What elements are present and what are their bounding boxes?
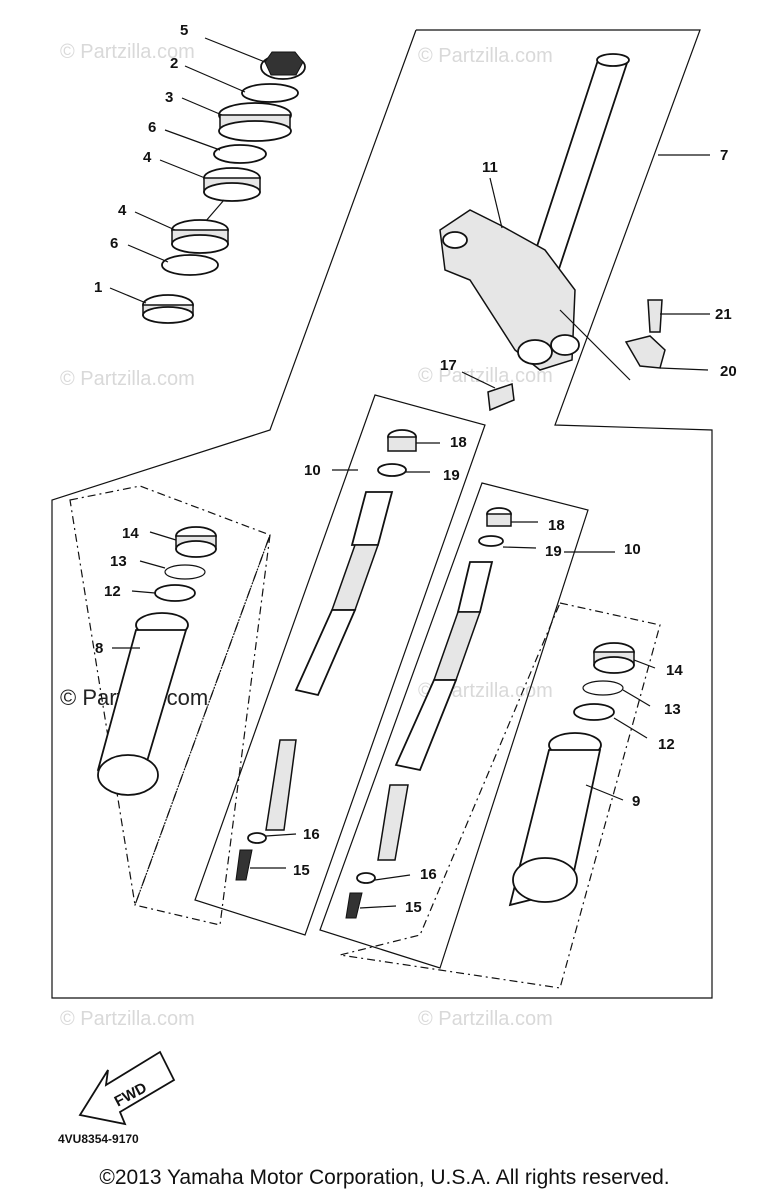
callout-16: 16 — [420, 866, 437, 883]
callout-20: 20 — [720, 363, 737, 380]
watermark-text: © Partzilla.com — [418, 45, 553, 67]
callout-15: 15 — [405, 899, 422, 916]
callout-21: 21 — [715, 306, 732, 323]
callout-17: 17 — [440, 357, 457, 374]
callout-15: 15 — [293, 862, 310, 879]
left-outer-tube-box-b — [134, 534, 271, 926]
callout-8: 8 — [95, 640, 103, 657]
callout-12: 12 — [104, 583, 121, 600]
callout-19: 19 — [545, 543, 562, 560]
watermark-text: © Partzilla.com — [418, 1008, 553, 1030]
callout-18: 18 — [450, 434, 467, 451]
callout-10: 10 — [624, 541, 641, 558]
callout-5: 5 — [180, 22, 188, 39]
callout-4: 4 — [118, 202, 127, 219]
callout-3: 3 — [165, 89, 173, 106]
left-outer-tube-parts — [96, 526, 217, 796]
left-damper-box — [194, 394, 486, 936]
callout-10: 10 — [304, 462, 321, 479]
callout-19: 19 — [443, 467, 460, 484]
callout-14: 14 — [666, 662, 683, 679]
steering-stem — [439, 53, 666, 412]
right-outer-tube-parts — [508, 642, 635, 907]
callout-9: 9 — [632, 793, 640, 810]
left-damper-parts — [235, 429, 417, 881]
watermark-text: © Partzilla.com — [60, 1008, 195, 1030]
callout-6: 6 — [110, 235, 118, 252]
right-outer-tube-box — [339, 602, 661, 989]
callout-12: 12 — [658, 736, 675, 753]
copyright-text: ©2013 Yamaha Motor Corporation, U.S.A. A… — [99, 1166, 670, 1189]
callout-13: 13 — [664, 701, 681, 718]
callout-4: 4 — [143, 149, 152, 166]
leader-lines — [109, 37, 710, 909]
right-damper-parts — [345, 507, 512, 919]
callout-11: 11 — [482, 159, 498, 176]
callout-numbers: 5 2 3 6 4 4 6 1 7 11 21 20 17 18 10 19 1… — [94, 22, 737, 916]
watermark-text: © Partzilla.com — [60, 41, 195, 63]
watermark-text: © Partzilla.com — [60, 368, 195, 390]
callout-2: 2 — [170, 55, 178, 72]
assembly-boundary — [51, 29, 713, 999]
fwd-arrow: FWD — [78, 1050, 176, 1126]
callout-18: 18 — [548, 517, 565, 534]
callout-13: 13 — [110, 553, 127, 570]
callout-1: 1 — [94, 279, 102, 296]
callout-14: 14 — [122, 525, 139, 542]
callout-6: 6 — [148, 119, 156, 136]
steering-bearing-stack — [142, 51, 306, 324]
part-code: 4VU8354-9170 — [58, 1132, 139, 1146]
watermark-text: © Partzilla.com — [418, 365, 553, 387]
right-damper-box — [319, 482, 589, 969]
callout-7: 7 — [720, 147, 728, 164]
callout-16: 16 — [303, 826, 320, 843]
